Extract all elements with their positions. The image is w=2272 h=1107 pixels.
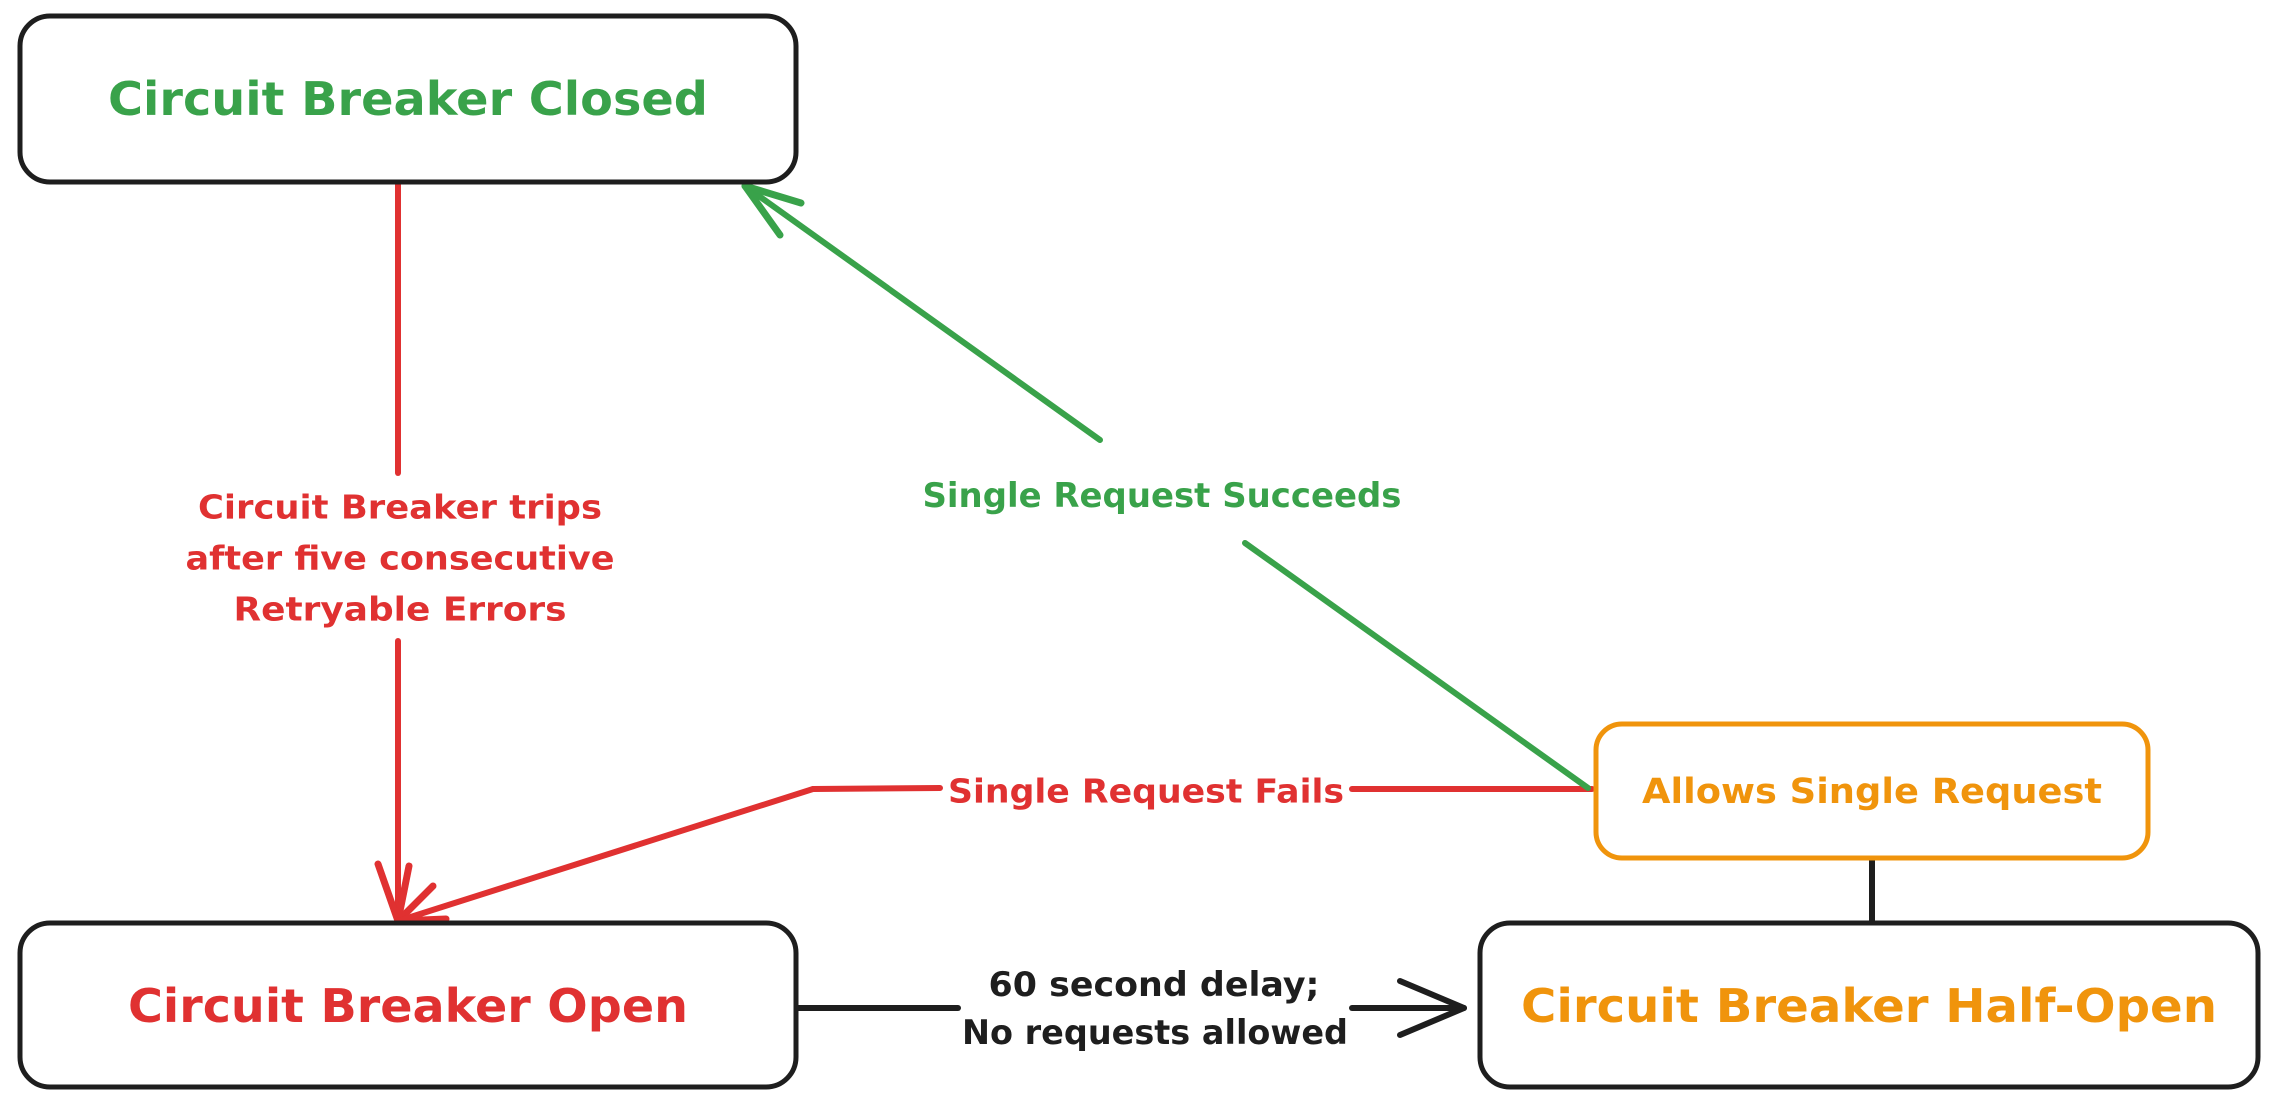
delay-label-line-2: No requests allowed <box>962 1013 1348 1053</box>
arrowhead-barb <box>394 862 413 925</box>
fails-arrow <box>395 785 1595 924</box>
allows-single-request-box <box>1593 721 2151 861</box>
delay-arrow-label: 60 second delay; No requests allowed <box>962 965 1348 1053</box>
delay-arrow <box>794 978 1467 1038</box>
arrowhead-barb <box>741 182 784 239</box>
open-state-label: Circuit Breaker Open <box>128 979 688 1033</box>
closed-state-label: Circuit Breaker Closed <box>108 72 708 126</box>
open-state-box <box>17 920 799 1090</box>
half-open-state-box <box>1477 920 2261 1090</box>
arrowhead-barb <box>1397 978 1467 1011</box>
arrowhead-barb <box>741 182 805 207</box>
succeeds-arrow-label: Single Request Succeeds <box>923 476 1402 516</box>
succeeds-arrow-shaft-lower <box>1242 540 1591 791</box>
fails-arrow-label: Single Request Fails <box>948 772 1344 811</box>
trip-label-line-3: Retryable Errors <box>234 590 567 629</box>
succeeds-arrow <box>741 182 1591 791</box>
arrowhead-barb <box>1397 1005 1467 1038</box>
succeeds-arrow-shaft-upper <box>742 183 1103 443</box>
arrowhead-barb <box>374 860 402 925</box>
allows-single-request-label: Allows Single Request <box>1642 772 2102 812</box>
fails-arrow-diagonal <box>395 786 816 924</box>
delay-label-line-1: 60 second delay; <box>989 965 1320 1005</box>
fails-arrow-shaft-left <box>810 785 943 792</box>
trip-arrow-label: Circuit Breaker trips after five consecu… <box>186 488 615 629</box>
closed-state-box <box>17 13 799 185</box>
half-open-state-label: Circuit Breaker Half-Open <box>1521 979 2217 1033</box>
arrowhead-barb <box>394 882 437 925</box>
trip-label-line-1: Circuit Breaker trips <box>198 488 602 527</box>
trip-label-line-2: after five consecutive <box>186 539 615 578</box>
